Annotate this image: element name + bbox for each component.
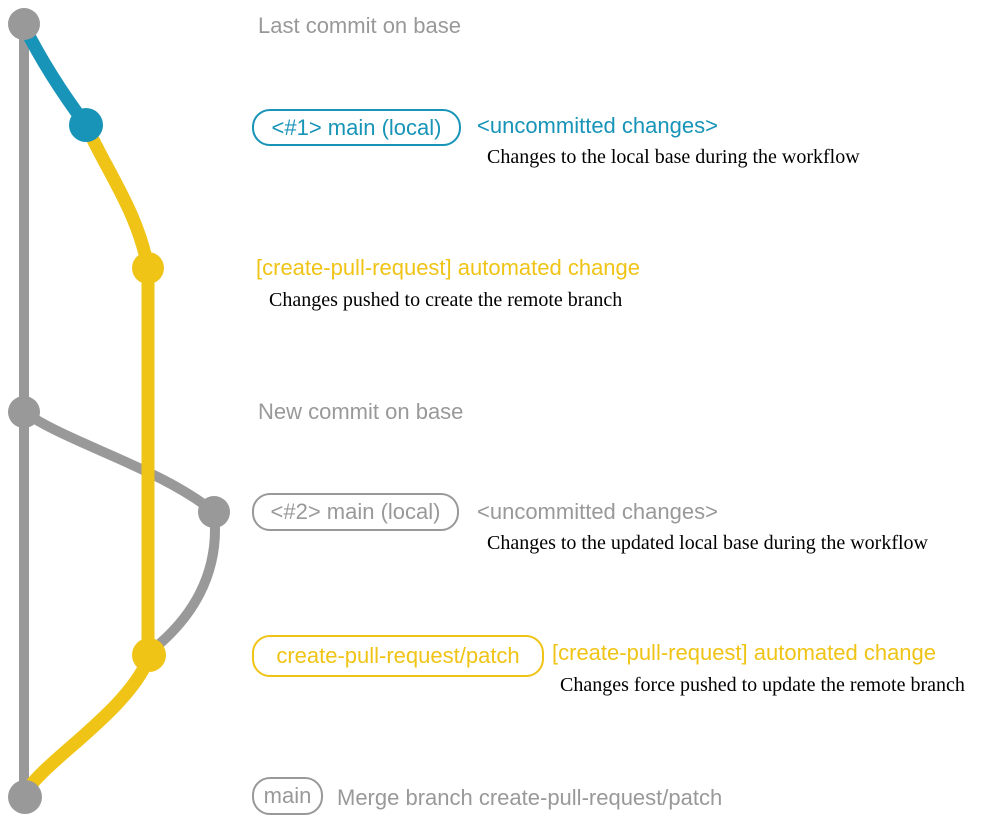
commit-automated-change-1-node <box>132 252 164 284</box>
caption-merge-branch: Merge branch create-pull-request/patch <box>337 785 723 810</box>
caption-pushed-create-remote: Changes pushed to create the remote bran… <box>269 289 623 311</box>
branch-badge-main-local-2: <#2> main (local) <box>252 493 459 531</box>
commit-automated-change-2-node <box>132 638 166 672</box>
base-to-local-main-2-curve <box>19 407 219 517</box>
label-uncommitted-changes-1: <uncommitted changes> <box>477 113 718 138</box>
local-main-2-to-patch-curve <box>146 507 220 656</box>
commit-last-on-base-node <box>8 8 40 40</box>
branch-badge-main: main <box>252 777 323 815</box>
caption-local-base-changes-2: Changes to the updated local base during… <box>487 532 928 554</box>
commit-new-on-base-node <box>8 396 40 428</box>
label-new-commit-on-base: New commit on base <box>258 399 464 424</box>
local-main-1-to-patch-curve <box>79 118 155 275</box>
label-uncommitted-changes-2: <uncommitted changes> <box>477 499 718 524</box>
label-automated-change-1: [create-pull-request] automated change <box>256 255 641 280</box>
base-to-local-main-1-curve <box>17 19 93 132</box>
label-automated-change-2: [create-pull-request] automated change <box>552 640 937 665</box>
label-last-commit-on-base: Last commit on base <box>258 13 461 38</box>
branch-badge-main-local-1: <#1> main (local) <box>252 109 461 146</box>
patch-to-merge-curve <box>19 648 157 799</box>
caption-force-pushed-update-remote: Changes force pushed to update the remot… <box>560 674 965 696</box>
caption-local-base-changes-1: Changes to the local base during the wor… <box>487 146 860 168</box>
commit-merge-node <box>8 780 42 814</box>
branch-badge-create-pull-request-patch: create-pull-request/patch <box>252 635 544 677</box>
commit-local-main-2-node <box>198 496 230 528</box>
commit-local-main-1-node <box>69 108 103 142</box>
